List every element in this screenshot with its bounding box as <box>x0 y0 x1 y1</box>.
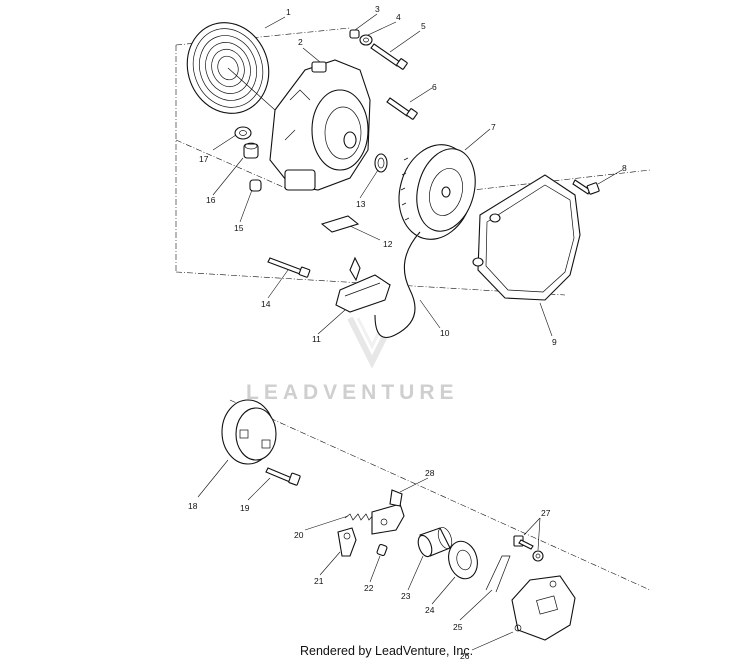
callout-27: 27 <box>541 508 551 518</box>
part-22-pin <box>376 543 388 557</box>
callout-23: 23 <box>401 591 411 601</box>
part-3-nut <box>349 29 360 39</box>
callout-16: 16 <box>206 195 216 205</box>
part-24-seal <box>448 540 478 580</box>
callout-25: 25 <box>453 622 463 632</box>
part-12-handle-insert <box>320 215 360 233</box>
callout-11: 11 <box>312 334 321 344</box>
part-16-fitting <box>243 142 259 159</box>
part-20-spring <box>344 513 375 521</box>
part-15-nut <box>249 179 262 192</box>
callout-14: 14 <box>261 299 271 309</box>
part-6-bolt <box>386 97 418 120</box>
callout-6: 6 <box>432 82 437 92</box>
callout-19: 19 <box>240 503 250 513</box>
part-21-pawl <box>337 527 357 557</box>
callout-1: 1 <box>286 7 291 17</box>
part-28-lever <box>371 489 405 535</box>
callout-18: 18 <box>188 501 198 511</box>
callout-22: 22 <box>364 583 374 593</box>
callout-10: 10 <box>440 328 450 338</box>
watermark: LEADVENTURE <box>246 316 459 404</box>
callout-12: 12 <box>383 239 393 249</box>
callout-21: 21 <box>314 576 324 586</box>
part-26-cover-plate <box>511 575 576 641</box>
footer-credit: Rendered by LeadVenture, Inc. <box>300 644 474 658</box>
callout-8: 8 <box>622 163 627 173</box>
callout-15: 15 <box>234 223 244 233</box>
part-4-washer <box>359 34 373 46</box>
callout-26: 26 <box>460 651 470 661</box>
leader-lines <box>197 13 623 651</box>
callout-5: 5 <box>421 21 426 31</box>
part-11-handle <box>335 256 391 313</box>
callout-2: 2 <box>298 37 303 47</box>
part-17-washer <box>234 126 252 140</box>
callout-24: 24 <box>425 605 435 615</box>
part-25-wire-spring <box>485 555 511 593</box>
callout-3: 3 <box>375 4 380 14</box>
part-8-bolt <box>572 179 600 195</box>
callout-28: 28 <box>425 468 435 478</box>
callouts: 1 2 3 4 5 6 7 8 9 10 11 12 13 14 15 16 1… <box>188 4 627 661</box>
callout-9: 9 <box>552 337 557 347</box>
part-10-rope <box>374 231 421 339</box>
watermark-text: LEADVENTURE <box>246 381 459 404</box>
callout-13: 13 <box>356 199 366 209</box>
part-13-seal <box>374 153 388 173</box>
part-9-starter-cover <box>472 174 581 301</box>
part-14-bolt <box>267 257 311 278</box>
part-5-bolt <box>370 43 408 70</box>
callout-7: 7 <box>491 122 496 132</box>
part-19-bolt <box>265 467 301 486</box>
part-23-drum <box>417 527 453 558</box>
part-18-ring <box>221 399 277 465</box>
part-1-recoil-spring <box>186 22 285 119</box>
callout-4: 4 <box>396 12 401 22</box>
callout-17: 17 <box>199 154 209 164</box>
part-27-bolt-washer <box>513 535 544 562</box>
part-7-pulley <box>398 144 476 240</box>
part-2-starter-housing <box>269 59 371 191</box>
callout-20: 20 <box>294 530 304 540</box>
